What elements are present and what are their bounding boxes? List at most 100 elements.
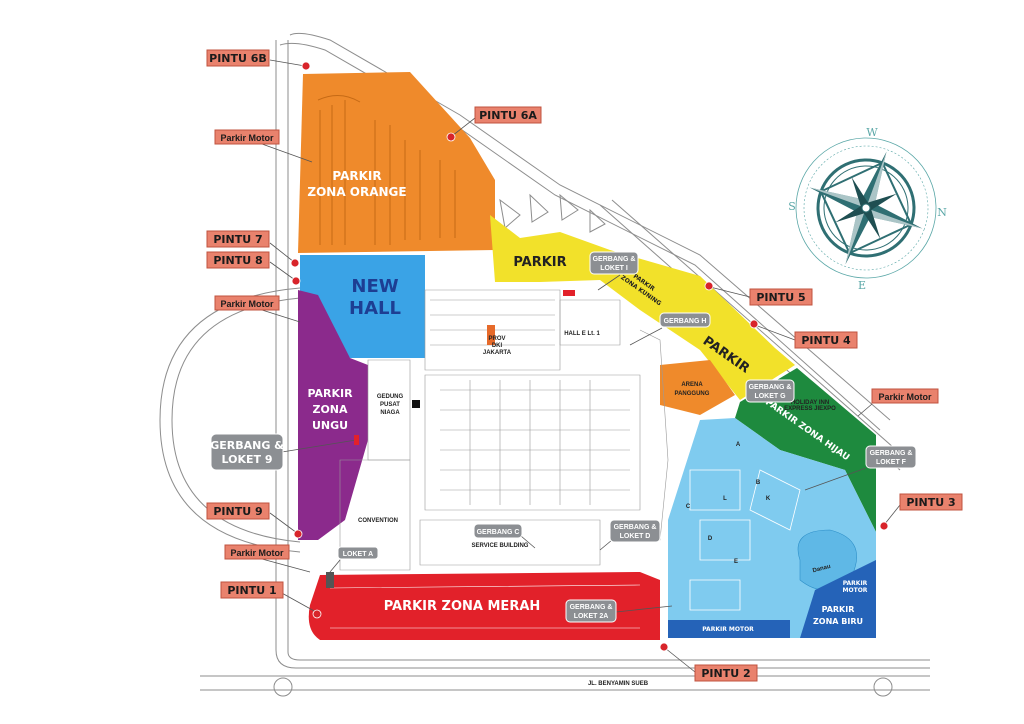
arena-label-2: PANGGUNG xyxy=(675,391,710,397)
blue-zone-strip xyxy=(668,620,790,638)
gedung-label-1: GEDUNG xyxy=(377,394,404,400)
danau-label: Danau xyxy=(812,564,832,575)
compass-west: W xyxy=(866,126,878,139)
gerbang-i-line-2: LOKET I xyxy=(600,265,628,272)
blue-letter-d: D xyxy=(708,536,713,542)
prov-dki-label-2: DKI xyxy=(492,343,503,349)
pintu-5-label: PINTU 5 xyxy=(756,291,805,304)
blue-zone-structures xyxy=(689,469,801,611)
pintu-7[interactable]: PINTU 7 xyxy=(206,230,300,268)
parkir-motor-label-2: Parkir Motor xyxy=(220,299,274,309)
parkir-motor-label-3: Parkir Motor xyxy=(230,548,284,558)
gerbang-f-line-2: LOKET F xyxy=(876,459,907,466)
gerbang-d-line-2: LOKET D xyxy=(620,533,651,540)
gedung-label-2: PUSAT xyxy=(380,402,400,408)
parkir-motor-strip-label: PARKIR MOTOR xyxy=(702,626,754,633)
gerbang-loket-i[interactable]: GERBANG & LOKET I xyxy=(589,251,639,291)
pintu-4-label: PINTU 4 xyxy=(801,334,851,347)
prov-dki-label-1: PROV xyxy=(488,336,505,342)
blue-letter-a: A xyxy=(736,442,741,448)
gerbang-d-line-1: GERBANG & xyxy=(614,524,657,531)
pintu-2-label: PINTU 2 xyxy=(701,667,750,680)
zone-yellow-area xyxy=(490,215,795,400)
gerbang-2a-line-2: LOKET 2A xyxy=(574,613,609,620)
compass-north: N xyxy=(937,206,947,219)
pintu-6b[interactable]: PINTU 6B xyxy=(206,49,311,71)
gerbang-loket-g[interactable]: GERBANG & LOKET G xyxy=(745,379,795,403)
zone-yellow-main-label: PARKIR xyxy=(513,255,566,270)
zone-biru-label-2: ZONA BIRU xyxy=(813,617,863,626)
blue-letter-l: L xyxy=(723,496,727,502)
pintu-1-label: PINTU 1 xyxy=(227,584,276,597)
gerbang-g-line-2: LOKET G xyxy=(754,393,786,400)
zone-orange-label-1: PARKIR xyxy=(332,169,381,183)
zone-merah-label: PARKIR ZONA MERAH xyxy=(384,599,541,614)
zone-ungu-label-3: UNGU xyxy=(312,419,348,432)
zone-biru-corner xyxy=(800,560,876,638)
prov-dki-marker xyxy=(487,325,495,345)
pintu-9[interactable]: PINTU 9 xyxy=(206,502,303,539)
pintu-9-label: PINTU 9 xyxy=(213,505,262,518)
loket-a[interactable]: LOKET A xyxy=(326,546,379,588)
zone-biru-motor-label-1: PARKIR xyxy=(843,580,868,587)
compass-rose xyxy=(795,137,937,279)
parkir-motor-callout-3[interactable]: Parkir Motor xyxy=(224,544,311,573)
gerbang-h[interactable]: GERBANG H xyxy=(629,312,711,346)
parkir-motor-callout-1[interactable]: Parkir Motor xyxy=(214,129,313,163)
pintu-4[interactable]: PINTU 4 xyxy=(749,319,858,349)
zone-ungu-label-2: ZONA xyxy=(312,403,348,416)
gerbang-2a-line-1: GERBANG & xyxy=(570,604,613,611)
zone-hijau-area xyxy=(735,368,876,532)
gerbang-c[interactable]: GERBANG C xyxy=(473,523,536,549)
holiday-inn-label-1: HOLIDAY INN xyxy=(791,400,829,406)
street-label: JL. BENYAMIN SUEB xyxy=(588,681,649,687)
pintu-5[interactable]: PINTU 5 xyxy=(704,281,813,306)
pintu-8[interactable]: PINTU 8 xyxy=(206,251,301,286)
pintu-3[interactable]: PINTU 3 xyxy=(879,493,963,531)
gerbang-loket-f[interactable]: GERBANG & LOKET F xyxy=(804,445,917,491)
pintu-2[interactable]: PINTU 2 xyxy=(659,642,758,682)
red-gate-marker xyxy=(563,290,575,296)
parkir-motor-callout-4[interactable]: Parkir Motor xyxy=(857,388,939,417)
pintu-7-label: PINTU 7 xyxy=(213,233,262,246)
parkir-motor-callout-2[interactable]: Parkir Motor xyxy=(214,295,301,323)
zone-biru-motor-label-2: MOTOR xyxy=(843,587,868,594)
gerbang-9-line-2: LOKET 9 xyxy=(222,453,273,466)
gerbang-9-line-1: GERBANG & xyxy=(210,439,284,452)
parkir-motor-label-4: Parkir Motor xyxy=(878,392,932,402)
pintu-1[interactable]: PINTU 1 xyxy=(220,581,322,619)
service-building-label: SERVICE BUILDING xyxy=(472,543,529,549)
pintu-8-label: PINTU 8 xyxy=(213,254,262,267)
gerbang-g-line-1: GERBANG & xyxy=(749,384,792,391)
hall-e-label: HALL E Lt. 1 xyxy=(564,331,600,337)
blue-letter-b: B xyxy=(756,480,761,486)
gerbang-loket-9[interactable]: GERBANG & LOKET 9 xyxy=(210,433,359,471)
blue-letter-c: C xyxy=(686,504,691,510)
blue-letter-e: E xyxy=(734,559,738,565)
compass-south: S xyxy=(788,200,796,213)
compass-east: E xyxy=(858,279,866,292)
orange-parking-lines xyxy=(317,95,456,245)
pintu-6b-label: PINTU 6B xyxy=(209,52,267,65)
red-parking-lines xyxy=(329,584,641,629)
zone-orange-label-2: ZONA ORANGE xyxy=(307,185,406,199)
arena-panggung-area xyxy=(660,360,735,415)
zone-ungu-label-1: PARKIR xyxy=(307,387,353,400)
gerbang-f-line-1: GERBANG & xyxy=(870,450,913,457)
new-hall-label-2: HALL xyxy=(349,298,401,319)
gerbang-loket-2a[interactable]: GERBANG & LOKET 2A xyxy=(565,599,673,623)
holiday-inn-label-2: EXPRESS JIEXPO xyxy=(784,406,836,412)
gerbang-loket-d[interactable]: GERBANG & LOKET D xyxy=(599,519,661,551)
gerbang-h-label: GERBANG H xyxy=(664,318,707,325)
zone-merah-area xyxy=(308,572,660,640)
convention-label: CONVENTION xyxy=(358,518,398,524)
prov-dki-label-3: JAKARTA xyxy=(483,350,512,356)
blue-letter-k: K xyxy=(766,496,771,502)
gedung-label-3: NIAGA xyxy=(380,410,400,416)
new-hall-label-1: NEW xyxy=(351,276,398,297)
pintu-6a[interactable]: PINTU 6A xyxy=(446,106,542,142)
arena-label-1: ARENA xyxy=(681,382,703,388)
zone-orange-area xyxy=(298,72,495,253)
parkir-motor-label-1: Parkir Motor xyxy=(220,133,274,143)
